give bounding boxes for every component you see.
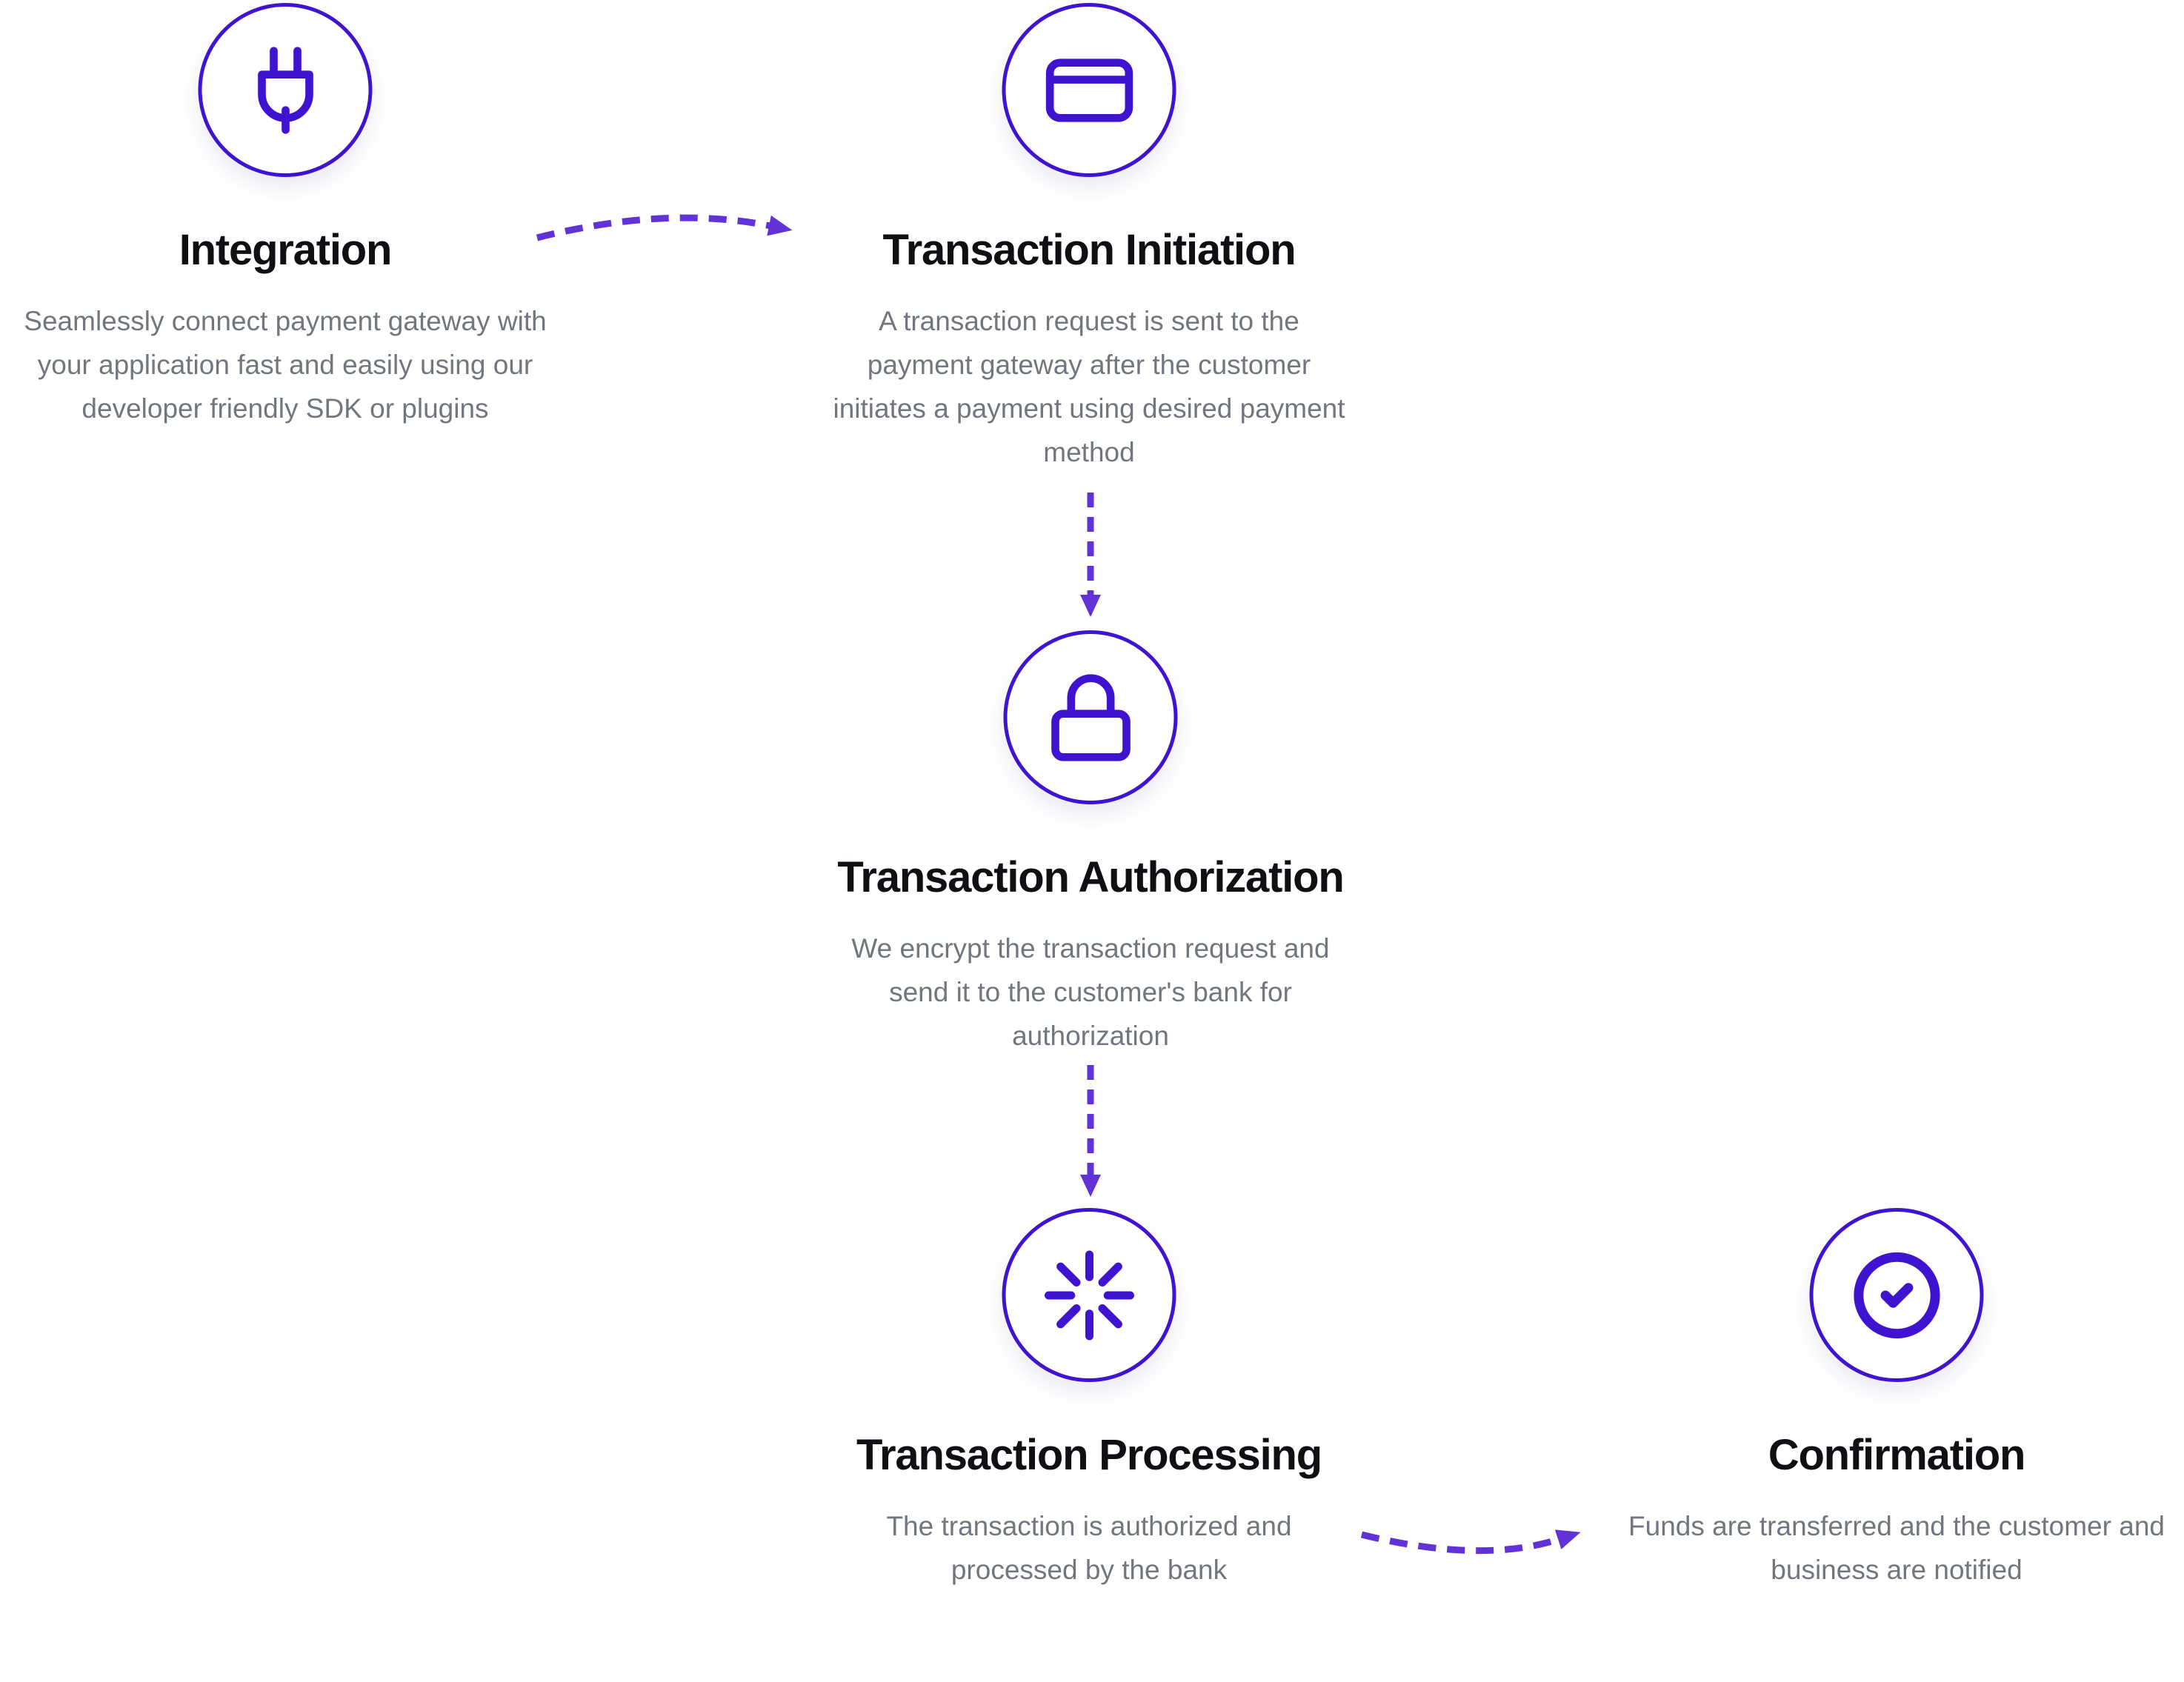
step-transaction-processing: Transaction Processing The transaction i… — [763, 1208, 1415, 1682]
step-integration: Integration Seamlessly connect payment g… — [0, 3, 611, 477]
description-line: processed by the bank — [950, 1555, 1228, 1585]
arrow-authorization-to-processing — [1080, 1065, 1101, 1197]
description-line: A transaction request is sent to the — [879, 306, 1299, 336]
check-circle-icon — [1853, 1252, 1940, 1338]
step-description: A transaction request is sent to the pay… — [763, 299, 1415, 474]
step-icon-circle — [1003, 630, 1178, 804]
step-title: Transaction Initiation — [882, 226, 1296, 274]
step-title: Transaction Authorization — [837, 853, 1344, 901]
step-title: Confirmation — [1768, 1431, 2026, 1479]
loader-icon — [1044, 1250, 1134, 1340]
step-title: Transaction Processing — [856, 1431, 1322, 1479]
step-icon-circle — [1002, 1208, 1176, 1382]
step-icon-circle — [198, 3, 373, 177]
description-line: business are notified — [1771, 1555, 2022, 1585]
step-description: Funds are transferred and the customer a… — [1571, 1504, 2184, 1592]
step-icon-circle — [1809, 1208, 1984, 1382]
arrow-processing-to-confirmation — [1360, 1529, 1581, 1555]
description-line: developer friendly SDK or plugins — [81, 393, 489, 424]
step-transaction-authorization: Transaction Authorization We encrypt the… — [765, 630, 1416, 1104]
description-line: Seamlessly connect payment gateway with — [24, 306, 547, 336]
description-line: your application fast and easily using o… — [37, 350, 533, 380]
description-line: payment gateway after the customer — [867, 350, 1311, 380]
description-line: send it to the customer's bank for — [889, 977, 1292, 1007]
arrow-initiation-to-authorization — [1080, 493, 1101, 617]
plug-icon — [257, 46, 313, 134]
step-icon-circle — [1002, 3, 1176, 177]
lock-icon — [1051, 673, 1131, 761]
step-description: We encrypt the transaction request and s… — [765, 927, 1416, 1058]
step-title: Integration — [179, 226, 393, 274]
description-line: We encrypt the transaction request and — [851, 933, 1330, 964]
step-transaction-initiation: Transaction Initiation A transaction req… — [763, 3, 1415, 477]
step-description: The transaction is authorized and proces… — [763, 1504, 1415, 1592]
description-line: initiates a payment using desired paymen… — [833, 393, 1345, 424]
step-confirmation: Confirmation Funds are transferred and t… — [1571, 1208, 2184, 1682]
description-line: The transaction is authorized and — [886, 1511, 1292, 1541]
arrow-integration-to-initiation — [536, 214, 793, 241]
description-line: method — [1043, 437, 1135, 467]
description-line: authorization — [1012, 1021, 1169, 1051]
step-description: Seamlessly connect payment gateway with … — [0, 299, 611, 430]
description-line: Funds are transferred and the customer a… — [1628, 1511, 2165, 1541]
credit-card-icon — [1045, 58, 1133, 122]
